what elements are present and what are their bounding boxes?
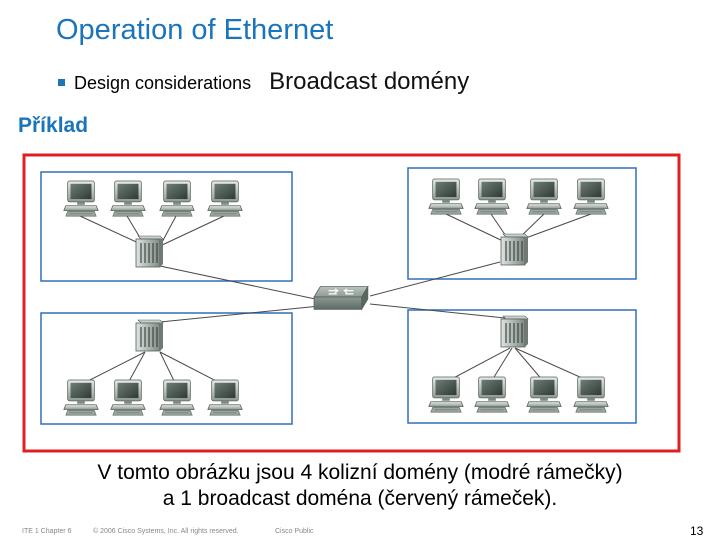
workstation-icon: [159, 379, 195, 416]
page-number: 13: [690, 524, 704, 538]
hub-icon: [135, 235, 164, 268]
workstation-icon: [428, 178, 464, 215]
uplink-cables: [159, 261, 506, 323]
workstation-icon: [474, 376, 510, 413]
hub-icon: [500, 233, 529, 266]
hub-icon: [500, 315, 529, 348]
workstation-icon: [110, 379, 146, 416]
broadcast-domain-frame: [22, 153, 681, 453]
workstation-icon: [526, 178, 562, 215]
caption-line-1: V tomto obrázku jsou 4 kolizní domény (m…: [97, 461, 623, 484]
footer-copyright: © 2006 Cisco Systems, Inc. All rights re…: [93, 528, 239, 535]
subtitle-row: Design considerations Broadcast domény: [58, 68, 469, 96]
collision-domain-frame-bottom-left: [40, 312, 293, 425]
hub-icon: [135, 319, 164, 352]
example-label: Příklad: [18, 114, 89, 137]
collision-domain-frame-top-right: [407, 167, 637, 280]
workstation-icon: [159, 180, 195, 217]
footer-classification: Cisco Public: [275, 528, 314, 535]
subtitle: Design considerations: [74, 73, 252, 93]
workstation-icon: [526, 376, 562, 413]
collision-domain-frame-bottom-right: [407, 309, 637, 424]
workstation-icon: [63, 180, 99, 217]
topic-heading: Broadcast domény: [269, 68, 470, 95]
workstation-icon: [573, 376, 609, 413]
caption-line-2: a 1 broadcast doména (červený rámeček).: [162, 487, 558, 510]
workstation-icon: [63, 379, 99, 416]
footer-chapter: ITE 1 Chapter 6: [22, 528, 72, 535]
collision-domain-frame-top-left: [40, 171, 293, 282]
bullet-icon: [58, 79, 65, 86]
workstation-icon: [110, 180, 146, 217]
workstation-icon: [573, 178, 609, 215]
switch-icon: [313, 285, 369, 311]
workstation-icon: [207, 180, 243, 217]
workstation-icon: [428, 376, 464, 413]
slide-title: Operation of Ethernet: [56, 14, 334, 46]
workstation-icon: [207, 379, 243, 416]
caption: V tomto obrázku jsou 4 kolizní domény (m…: [0, 460, 720, 512]
workstation-icon: [474, 178, 510, 215]
